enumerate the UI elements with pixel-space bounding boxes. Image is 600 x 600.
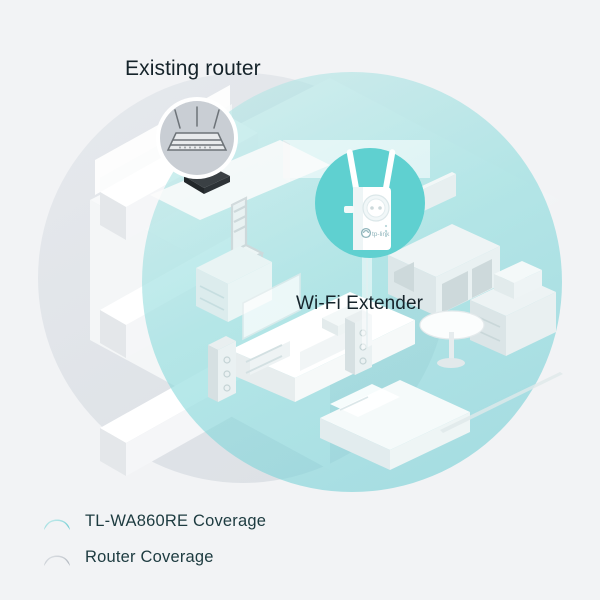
- kitchen-counter: [388, 172, 500, 316]
- legend-label-extender: TL-WA860RE Coverage: [85, 511, 267, 530]
- floor-edge: [440, 372, 563, 433]
- status-leds: [384, 224, 388, 238]
- tv-panel: [242, 272, 301, 341]
- legend-item-router: Router Coverage: [42, 544, 266, 570]
- tp-link-logo: tp-link: [360, 227, 390, 239]
- router-callout: [156, 97, 238, 179]
- coverage-arc-teal-icon: [44, 519, 70, 530]
- legend-label-router: Router Coverage: [85, 547, 214, 566]
- speaker-left: [208, 336, 236, 402]
- coverage-legend: TL-WA860RE Coverage Router Coverage: [42, 508, 266, 570]
- nightstand: [196, 246, 272, 322]
- router-shelf: [150, 140, 330, 220]
- coverage-arc-gray-icon: [44, 555, 70, 566]
- room-furnishings: [150, 140, 563, 470]
- svg-text:tp-link: tp-link: [372, 231, 390, 238]
- router-icon: [166, 106, 228, 151]
- wifi-extender-icon: tp-link: [344, 149, 396, 250]
- round-table: [419, 310, 485, 368]
- dresser: [470, 261, 556, 356]
- legend-item-extender: TL-WA860RE Coverage: [42, 508, 266, 534]
- extender-callout: tp-link: [315, 148, 425, 258]
